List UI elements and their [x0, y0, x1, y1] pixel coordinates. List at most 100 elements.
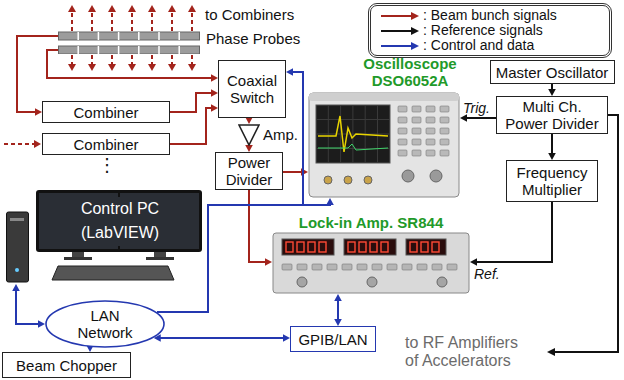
- box-label: GPIB/LAN: [298, 331, 367, 348]
- probe-gap: [138, 46, 140, 54]
- screen-label: (LabVIEW): [38, 224, 202, 242]
- dashed-arrow: [71, 55, 73, 64]
- arrow-head: [286, 68, 293, 76]
- annotation-label: to Combiners: [205, 6, 294, 23]
- connector-line: [160, 337, 284, 339]
- connector-line: [47, 50, 212, 78]
- arrow-head: [188, 5, 196, 12]
- phase-probes: Phase Probes: [58, 30, 303, 54]
- dashed-arrow: [111, 55, 113, 64]
- arrow-head: [548, 153, 556, 160]
- arrow-head: [245, 117, 253, 124]
- divider-box: Multi Ch. Power Divider: [496, 96, 608, 134]
- connector-line: [337, 300, 339, 320]
- arrow-head: [88, 64, 96, 71]
- connector: [12, 284, 45, 328]
- box-label: Combiner: [73, 136, 138, 153]
- connector: [283, 168, 308, 176]
- arrow-head: [548, 89, 556, 96]
- dashed-arrow: [131, 55, 133, 64]
- probe-gap: [178, 32, 180, 40]
- connector: [334, 294, 342, 326]
- arrow-head: [470, 258, 477, 266]
- arrow-head: [68, 5, 76, 12]
- probe-gap: [118, 46, 120, 54]
- probe-gap: [118, 32, 120, 40]
- switch-box: Coaxial Switch: [218, 60, 286, 118]
- probe-gap: [98, 32, 100, 40]
- arrow-heads: [34, 5, 196, 148]
- arrow-head: [108, 5, 116, 12]
- network-label: LAN Network: [70, 307, 140, 341]
- dashed-arrow: [171, 55, 173, 64]
- probe-bar: [59, 32, 200, 40]
- arrow-head: [35, 108, 42, 116]
- connector: [154, 334, 290, 342]
- annotation-label: to RF Amplifiers of Accelerators: [405, 334, 533, 370]
- arrow-head: [334, 319, 342, 326]
- arrow-head: [168, 5, 176, 12]
- amp-icon: [238, 124, 260, 146]
- arrow-head: [34, 140, 41, 148]
- connector-line: [16, 290, 39, 324]
- control-pc: Control PC (LabVIEW): [6, 190, 202, 284]
- box-label: Master Oscillator: [496, 64, 609, 81]
- legend-sample: [379, 26, 419, 36]
- box-label: Power Divider: [219, 154, 279, 188]
- dashed-arrow: [4, 143, 34, 145]
- connector: [548, 134, 556, 160]
- box-label: Multi Ch. Power Divider: [502, 98, 602, 132]
- arrow-head: [211, 74, 218, 82]
- dashed-arrow: [111, 12, 113, 31]
- legend-text: : Beam bunch signals: [423, 8, 557, 23]
- connector: [245, 145, 253, 152]
- connector-line: [551, 134, 553, 154]
- screen-label: Control PC: [38, 200, 202, 218]
- amp-triangle: [239, 125, 259, 145]
- arrow-head: [12, 284, 20, 291]
- box-label: Beam Chopper: [16, 357, 117, 374]
- dashed-arrow: [91, 55, 93, 64]
- probe-gap: [77, 32, 79, 40]
- legend-row: : Control and data: [379, 38, 601, 53]
- arrow-head: [128, 64, 136, 71]
- interface-box: GPIB/LAN: [290, 326, 376, 352]
- connector-line: [170, 108, 212, 144]
- dashed-arrow: [151, 55, 153, 64]
- probe-gap: [138, 32, 140, 40]
- dashed-arrow: [91, 12, 93, 31]
- divider-box: Power Divider: [215, 152, 283, 190]
- arrow-head: [265, 258, 272, 266]
- dashed-arrow: [131, 12, 133, 31]
- arrow-head: [88, 5, 96, 12]
- legend-row: : Beam bunch signals: [379, 8, 601, 23]
- connector: [170, 104, 218, 144]
- connector-line: [466, 117, 496, 119]
- amplifier-symbol: Amp.: [238, 124, 300, 146]
- arrow-head: [188, 64, 196, 71]
- legend-row: : Reference signals: [379, 23, 601, 38]
- dashed-arrow: [191, 55, 193, 64]
- arrow-head: [128, 5, 136, 12]
- arrow-head: [148, 64, 156, 71]
- network-ellipse: LAN Network: [45, 300, 165, 348]
- legend-text: : Reference signals: [423, 23, 543, 38]
- arrow-head: [38, 320, 45, 328]
- connector: [47, 50, 218, 82]
- instrument-title: Oscilloscope DSO6052A: [360, 55, 460, 89]
- oscilloscope: Oscilloscope DSO6052A: [308, 55, 460, 198]
- probe-gap: [178, 46, 180, 54]
- dashed-arrow: [191, 12, 193, 31]
- amp-label: Amp.: [263, 126, 298, 143]
- combiner-box: Combiner: [42, 133, 170, 155]
- arrow-head: [211, 89, 218, 97]
- box-label: Coaxial Switch: [222, 72, 282, 106]
- combiner-box: Combiner: [42, 101, 170, 123]
- arrow-head: [168, 64, 176, 71]
- box-label: Combiner: [73, 104, 138, 121]
- dashed-arrow: [171, 12, 173, 31]
- arrow-head: [547, 348, 555, 356]
- arrow-head: [68, 64, 76, 71]
- dashed-arrow: [71, 12, 73, 31]
- multiplier-box: Frequency Multiplier: [506, 160, 598, 202]
